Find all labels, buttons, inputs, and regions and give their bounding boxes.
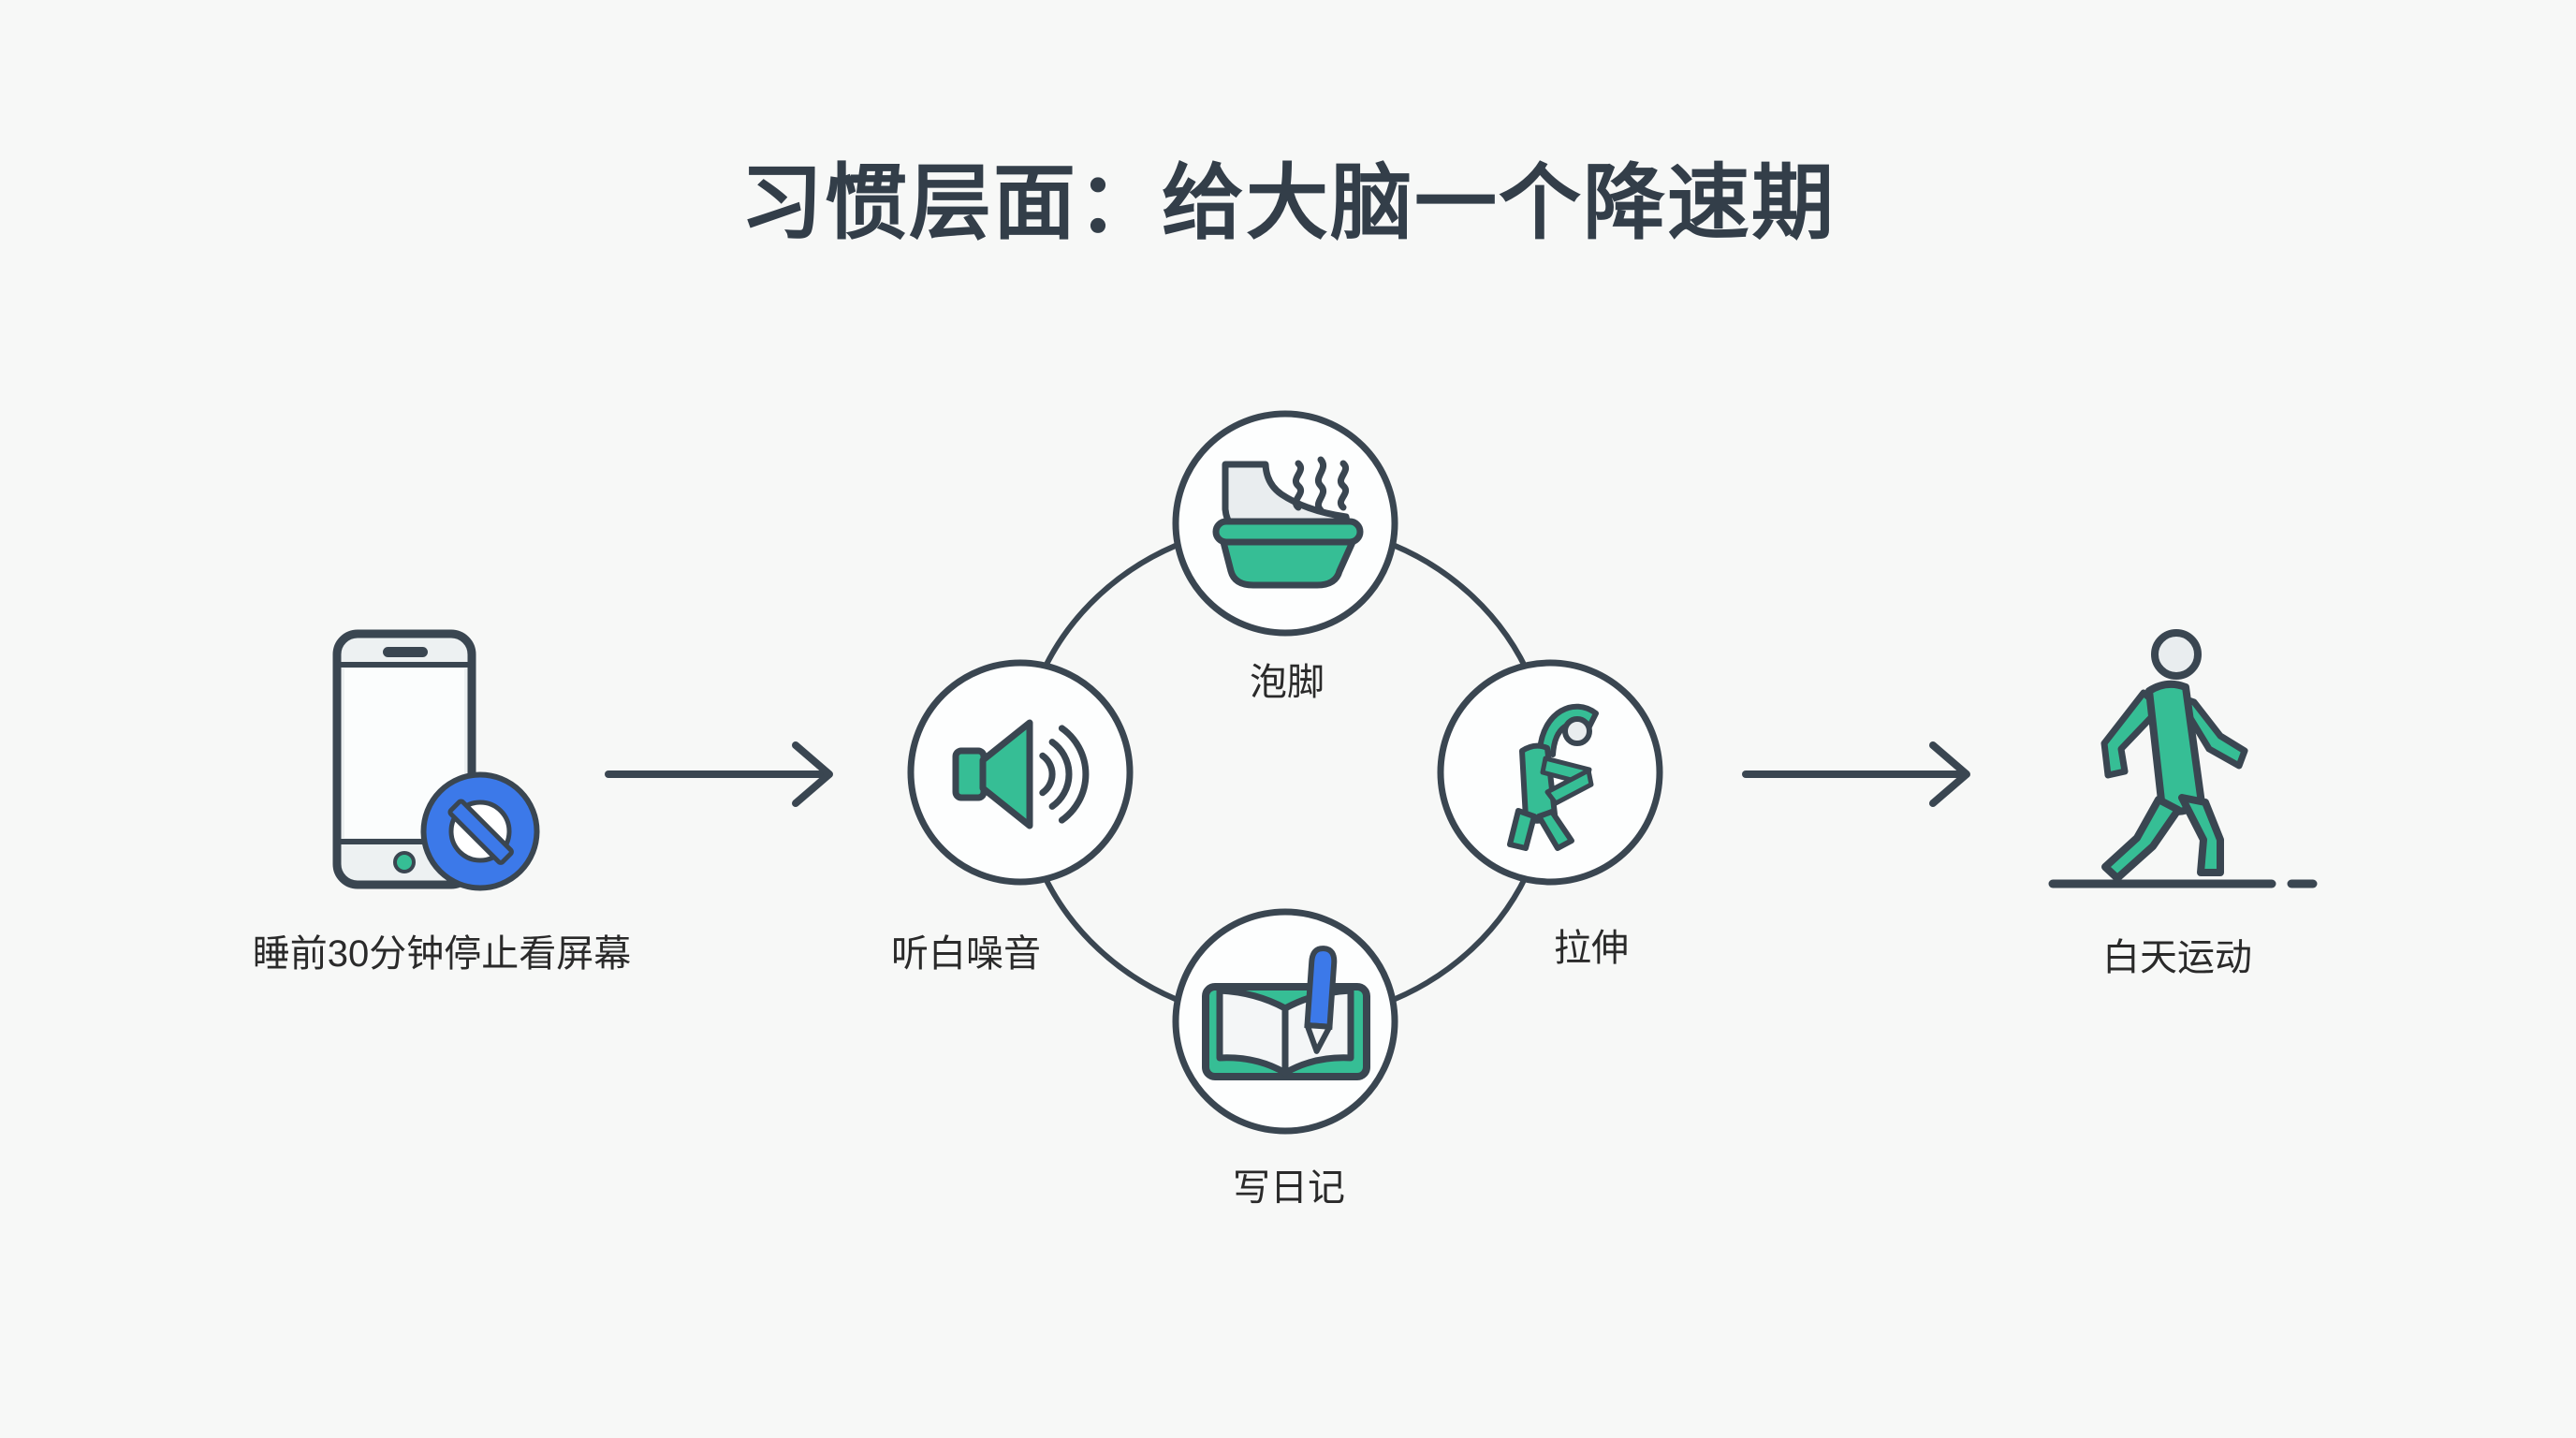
stretch-person-icon (1507, 703, 1599, 851)
label-start-no-screens: 睡前30分钟停止看屏幕 (252, 933, 632, 975)
label-stretch: 拉伸 (1554, 928, 1629, 969)
walking-person-icon (2048, 629, 2318, 888)
diary-pen-icon (1202, 946, 1370, 1080)
label-daytime-exercise: 白天运动 (2102, 937, 2252, 978)
front-arm (2174, 693, 2248, 770)
phone-screen-ban-icon (332, 629, 540, 891)
prohibition-sign-icon (420, 771, 540, 891)
pen-icon (1304, 946, 1338, 1054)
foot-bath-icon (1212, 456, 1364, 589)
page-title: 习惯层面：给大脑一个降速期 (739, 156, 1837, 249)
head (2151, 629, 2202, 680)
back-leg (2101, 796, 2182, 882)
phone-speaker-slit (383, 647, 428, 657)
arrow-right-2 (1742, 741, 1970, 807)
book-page-left (1216, 987, 1289, 1077)
phone-home-button (393, 851, 416, 873)
steam-icon (1292, 456, 1350, 514)
arrow-right-1 (605, 741, 833, 807)
front-leg (2178, 794, 2224, 876)
label-white-noise: 听白噪音 (891, 933, 1041, 975)
speaker-white-noise-icon (952, 719, 1090, 829)
label-foot-bath: 泡脚 (1250, 662, 1325, 703)
basin-body (1220, 538, 1356, 589)
sound-waves-icon (1039, 725, 1090, 824)
label-diary: 写日记 (1233, 1167, 1345, 1209)
